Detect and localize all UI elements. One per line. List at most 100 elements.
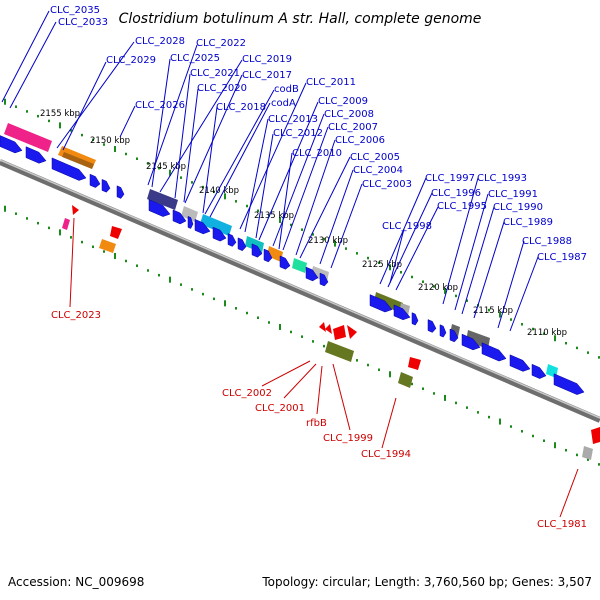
gene-label[interactable]: CLC_1991 <box>488 189 538 200</box>
feature-box[interactable] <box>62 152 94 169</box>
feature-arrow[interactable] <box>319 322 326 332</box>
gene-label[interactable]: CLC_1996 <box>431 188 481 199</box>
gene-label[interactable]: CLC_2017 <box>242 70 292 81</box>
feature-box[interactable] <box>582 446 593 460</box>
gene-label[interactable]: CLC_2009 <box>318 96 368 107</box>
feature-box[interactable] <box>200 214 232 236</box>
track-dot <box>125 152 127 156</box>
cds-arrow[interactable] <box>251 243 263 258</box>
cds-arrow[interactable] <box>116 185 125 199</box>
gene-label[interactable]: CLC_2033 <box>58 17 108 28</box>
cds-arrow[interactable] <box>279 255 291 270</box>
cds-arrow[interactable] <box>369 294 393 313</box>
gene-label[interactable]: CLC_1987 <box>537 252 587 263</box>
gene-label[interactable]: CLC_2025 <box>170 53 220 64</box>
gene-label[interactable]: CLC_2029 <box>106 55 156 66</box>
cds-arrow[interactable] <box>411 312 419 326</box>
feature-box[interactable] <box>62 218 70 230</box>
gene-label[interactable]: CLC_2035 <box>50 5 100 16</box>
gene-label[interactable]: CLC_2013 <box>268 114 318 125</box>
feature-box[interactable] <box>398 372 413 388</box>
gene-label[interactable]: CLC_2008 <box>324 109 374 120</box>
gene-label[interactable]: CLC_1990 <box>493 202 543 213</box>
cds-arrow[interactable] <box>553 373 585 395</box>
gene-label[interactable]: CLC_1994 <box>361 449 411 460</box>
feature-box[interactable] <box>181 206 198 222</box>
cds-arrow[interactable] <box>89 173 101 188</box>
feature-box[interactable] <box>99 239 116 253</box>
cds-arrow[interactable] <box>187 215 194 229</box>
gene-label[interactable]: CLC_1993 <box>477 173 527 184</box>
gene-label[interactable]: CLC_2001 <box>255 403 305 414</box>
gene-label[interactable]: CLC_1981 <box>537 519 587 530</box>
cds-arrow[interactable] <box>461 333 481 351</box>
cds-arrow[interactable] <box>439 324 447 338</box>
cds-arrow[interactable] <box>449 328 459 343</box>
gene-label[interactable]: CLC_2020 <box>197 83 247 94</box>
cds-arrow[interactable] <box>25 146 47 164</box>
feature-box[interactable] <box>333 325 346 340</box>
track-dot <box>444 287 446 294</box>
feature-box[interactable] <box>4 123 52 152</box>
gene-label[interactable]: CLC_1999 <box>323 433 373 444</box>
cds-arrow[interactable] <box>212 226 227 242</box>
cds-arrow[interactable] <box>237 237 247 252</box>
gene-label[interactable]: CLC_2005 <box>350 152 400 163</box>
gene-label[interactable]: rfbB <box>306 418 327 429</box>
feature-box[interactable] <box>408 357 421 370</box>
gene-label[interactable]: CLC_2004 <box>353 165 403 176</box>
cds-arrow[interactable] <box>148 199 171 217</box>
cds-arrow[interactable] <box>509 354 531 372</box>
gene-label[interactable]: CLC_2018 <box>216 102 266 113</box>
feature-box[interactable] <box>147 189 178 210</box>
gene-label[interactable]: CLC_2006 <box>335 135 385 146</box>
gene-label[interactable]: CLC_2002 <box>222 388 272 399</box>
cds-arrow[interactable] <box>481 342 507 362</box>
cds-arrow[interactable] <box>101 178 111 193</box>
gene-label[interactable]: CLC_2019 <box>242 54 292 65</box>
feature-box[interactable] <box>110 226 122 239</box>
cds-arrow[interactable] <box>51 157 87 181</box>
cds-arrow[interactable] <box>393 304 411 321</box>
gene-label[interactable]: codB <box>274 84 299 95</box>
gene-label[interactable]: CLC_2010 <box>292 148 342 159</box>
cds-arrow[interactable] <box>263 248 273 263</box>
gene-label[interactable]: CLC_1997 <box>425 173 475 184</box>
gene-label[interactable]: CLC_2026 <box>135 100 185 111</box>
cds-arrow[interactable] <box>531 363 547 379</box>
gene-label[interactable]: CLC_2028 <box>135 36 185 47</box>
gene-label[interactable]: CLC_2007 <box>328 122 378 133</box>
gene-label[interactable]: CLC_2011 <box>306 77 356 88</box>
feature-box[interactable] <box>591 427 600 444</box>
track-dot <box>290 330 292 334</box>
kbp-tick-label: 2115 kbp <box>473 306 513 316</box>
cds-arrow[interactable] <box>427 319 437 333</box>
gene-label[interactable]: CLC_2003 <box>362 179 412 190</box>
feature-arrow[interactable] <box>72 205 79 215</box>
gene-label[interactable]: CLC_2022 <box>196 38 246 49</box>
gene-label[interactable]: CLC_2012 <box>273 128 323 139</box>
feature-arrow[interactable] <box>347 325 357 339</box>
gene-label[interactable]: CLC_1989 <box>503 217 553 228</box>
gene-label[interactable]: CLC_1995 <box>437 201 487 212</box>
feature-box[interactable] <box>292 258 307 273</box>
gene-label[interactable]: CLC_2021 <box>190 68 240 79</box>
cds-arrow[interactable] <box>319 272 329 287</box>
cds-arrow[interactable] <box>0 135 23 154</box>
track-dot <box>312 233 314 236</box>
track-dot <box>477 411 479 414</box>
feature-box[interactable] <box>325 341 354 362</box>
cds-arrow[interactable] <box>305 266 319 282</box>
cds-arrow[interactable] <box>194 218 211 235</box>
cds-arrow[interactable] <box>227 233 237 247</box>
gene-label[interactable]: CLC_2023 <box>51 310 101 321</box>
gene-label[interactable]: CLC_1998 <box>382 221 432 232</box>
cds-arrow[interactable] <box>172 209 187 225</box>
track-dot <box>576 346 578 350</box>
track-dot <box>565 341 567 345</box>
feature-arrow[interactable] <box>325 324 332 334</box>
gene-label[interactable]: CLC_1988 <box>522 236 572 247</box>
feature-box[interactable] <box>267 246 283 262</box>
gene-label[interactable]: codA <box>271 98 296 109</box>
